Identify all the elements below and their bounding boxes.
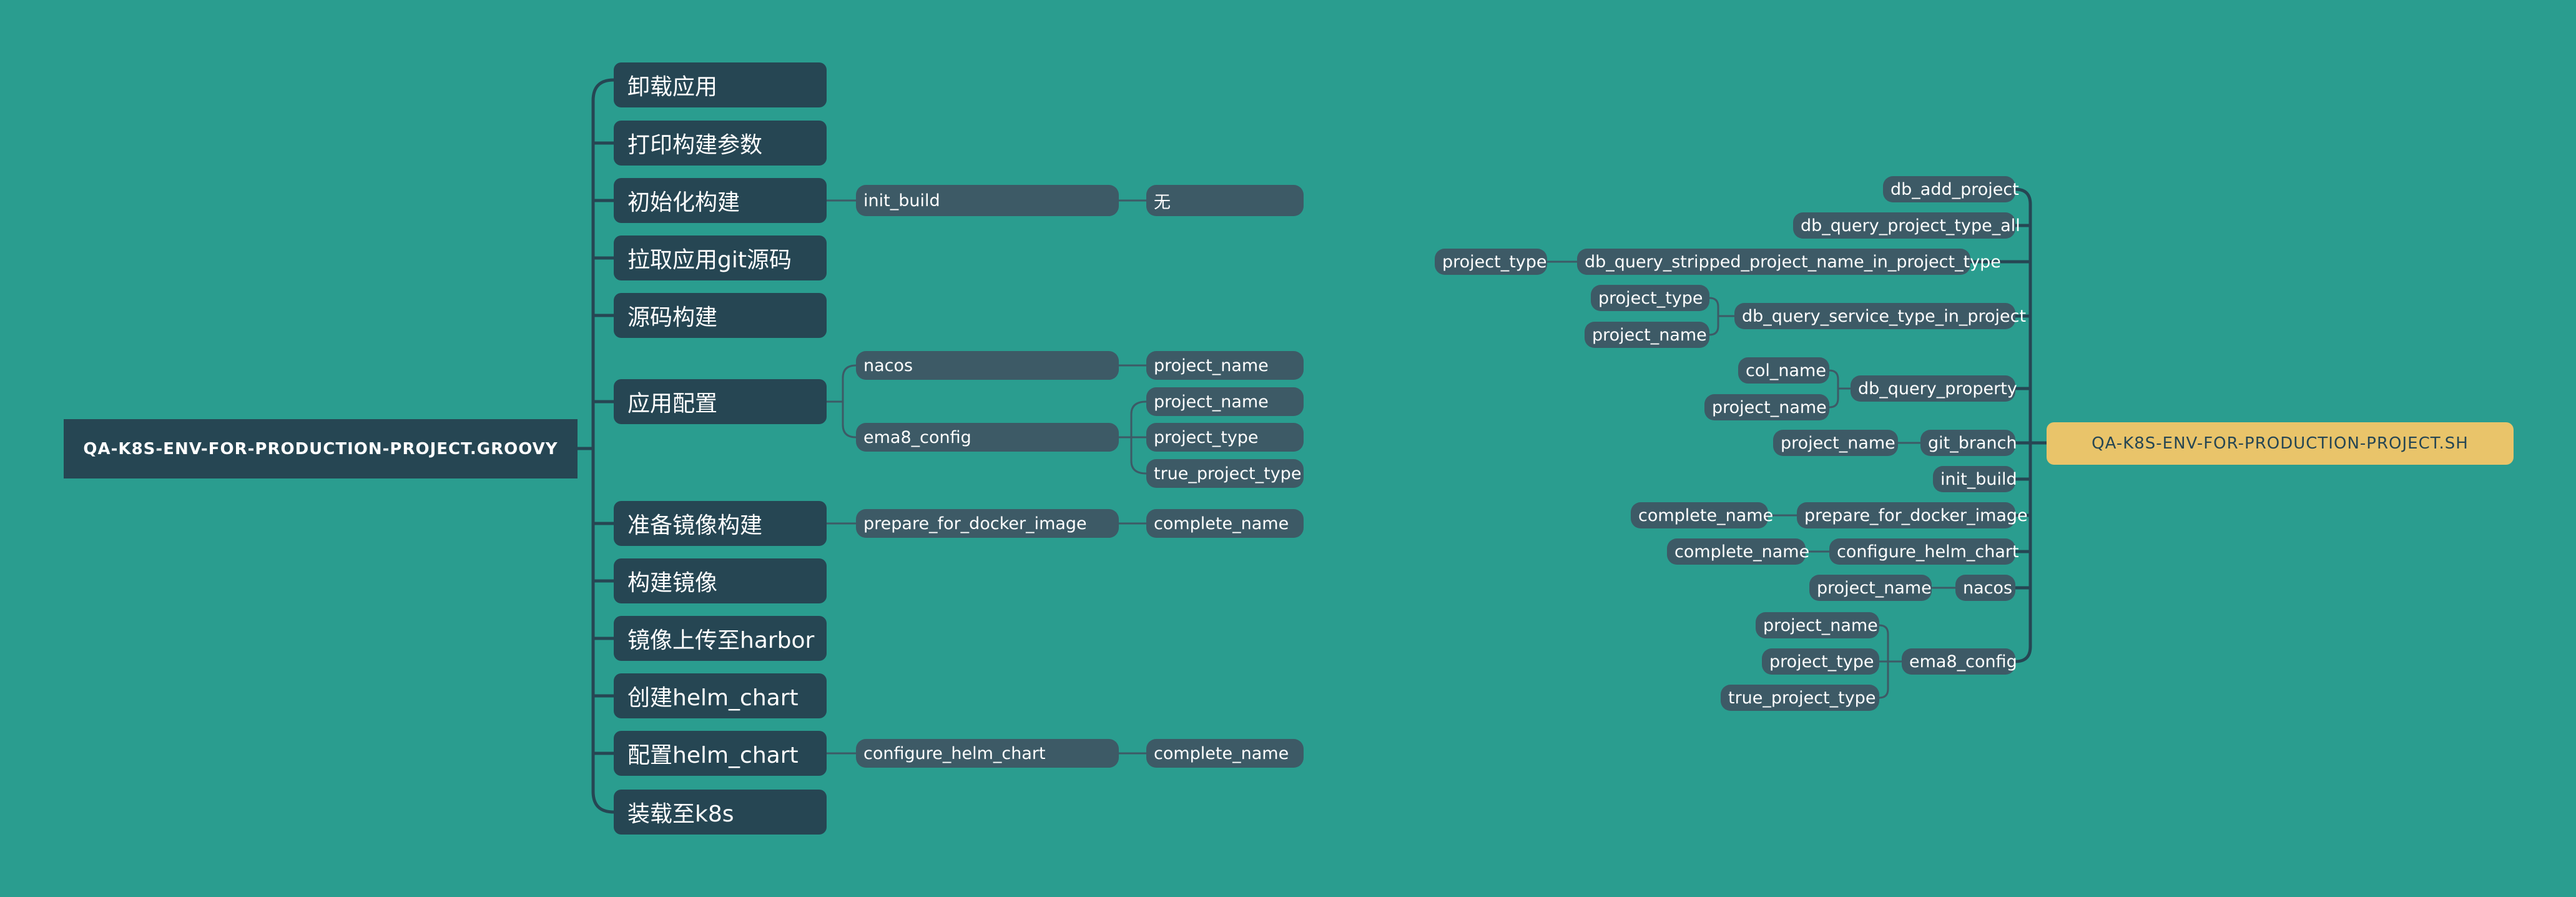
arg-nacos-project-name[interactable]: project_name <box>1146 351 1304 380</box>
func-prepare-for-docker-image[interactable]: prepare_for_docker_image <box>856 509 1119 538</box>
branch-create-helm-chart[interactable]: 创建helm_chart <box>614 673 827 718</box>
arg-prepare-complete-name[interactable]: complete_name <box>1146 509 1304 538</box>
arg-ema8-right-project-name[interactable]: project_name <box>1756 612 1879 638</box>
arg-nacos-right-project-name[interactable]: project_name <box>1809 575 1932 601</box>
func-nacos-right[interactable]: nacos <box>1955 575 2015 601</box>
connector-right-trunk <box>2015 187 2032 663</box>
left-root-node[interactable]: QA-K8S-ENV-FOR-PRODUCTION-PROJECT.GROOVY <box>64 419 578 478</box>
func-db-query-stripped-project-name[interactable]: db_query_stripped_project_name_in_projec… <box>1577 249 2001 275</box>
connector-ema8-right-args <box>1879 624 1902 699</box>
func-configure-helm-chart[interactable]: configure_helm_chart <box>856 739 1119 768</box>
func-db-query-service-type[interactable]: db_query_service_type_in_project <box>1734 303 2026 329</box>
arg-configure-right-complete-name[interactable]: complete_name <box>1667 538 1809 565</box>
func-ema8-config-right[interactable]: ema8_config <box>1902 648 2017 675</box>
connector-app-config <box>827 364 857 439</box>
func-prepare-for-docker-image-right[interactable]: prepare_for_docker_image <box>1797 502 2028 528</box>
func-init-build[interactable]: init_build <box>856 185 1119 216</box>
arg-ema8-project-name[interactable]: project_name <box>1146 387 1304 416</box>
connector-left-trunk <box>591 78 614 814</box>
func-init-build-right[interactable]: init_build <box>1933 466 2017 492</box>
arg-property-project-name[interactable]: project_name <box>1704 394 1829 420</box>
branch-init-build[interactable]: 初始化构建 <box>614 178 827 223</box>
connector-property-args <box>1829 369 1851 409</box>
func-git-branch[interactable]: git_branch <box>1920 430 2017 456</box>
connector-service-args <box>1709 297 1734 336</box>
arg-ema8-true-project-type[interactable]: true_project_type <box>1146 459 1304 488</box>
arg-ema8-right-project-type[interactable]: project_type <box>1762 648 1879 675</box>
branch-pull-git-source[interactable]: 拉取应用git源码 <box>614 235 827 280</box>
branch-print-build-params[interactable]: 打印构建参数 <box>614 121 827 166</box>
connector-ema8-args <box>1119 400 1147 475</box>
arg-prepare-right-complete-name[interactable]: complete_name <box>1631 502 1773 528</box>
branch-upload-harbor[interactable]: 镜像上传至harbor <box>614 616 827 661</box>
arg-ema8-project-type[interactable]: project_type <box>1146 423 1304 452</box>
branch-source-build[interactable]: 源码构建 <box>614 293 827 338</box>
arg-ema8-right-true-project-type[interactable]: true_project_type <box>1721 685 1879 711</box>
branch-app-config[interactable]: 应用配置 <box>614 379 827 424</box>
arg-service-project-type[interactable]: project_type <box>1591 285 1709 311</box>
func-nacos[interactable]: nacos <box>856 351 1119 380</box>
func-db-query-project-type-all[interactable]: db_query_project_type_all <box>1793 212 2020 239</box>
func-db-query-property[interactable]: db_query_property <box>1851 375 2017 402</box>
arg-service-project-name[interactable]: project_name <box>1585 322 1709 348</box>
branch-load-to-k8s[interactable]: 装载至k8s <box>614 790 827 835</box>
branch-uninstall-app[interactable]: 卸载应用 <box>614 62 827 107</box>
arg-none[interactable]: 无 <box>1146 185 1304 216</box>
right-root-node[interactable]: QA-K8S-ENV-FOR-PRODUCTION-PROJECT.SH <box>2047 422 2514 465</box>
arg-stripped-project-type[interactable]: project_type <box>1435 249 1547 275</box>
branch-configure-helm-chart[interactable]: 配置helm_chart <box>614 731 827 776</box>
func-configure-helm-chart-right[interactable]: configure_helm_chart <box>1829 538 2019 565</box>
func-db-add-project[interactable]: db_add_project <box>1883 176 2019 202</box>
arg-property-col-name[interactable]: col_name <box>1738 357 1829 384</box>
branch-prepare-image-build[interactable]: 准备镜像构建 <box>614 501 827 546</box>
arg-configure-complete-name[interactable]: complete_name <box>1146 739 1304 768</box>
arg-git-branch-project-name[interactable]: project_name <box>1773 430 1898 456</box>
branch-build-image[interactable]: 构建镜像 <box>614 558 827 603</box>
func-ema8-config[interactable]: ema8_config <box>856 423 1119 452</box>
